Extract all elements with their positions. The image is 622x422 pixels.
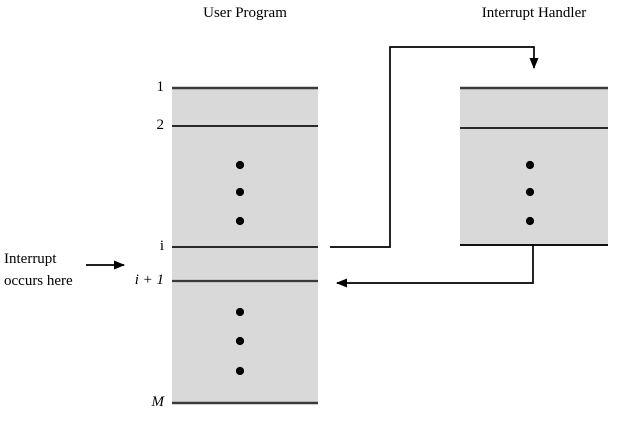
ellipsis-dot [235,307,245,317]
ellipsis-dot [525,216,535,226]
user-program-tick-m: M [151,394,165,410]
ellipsis-dot [235,160,245,170]
ellipsis-dot [525,160,535,170]
interrupt-dispatch-arrow [330,46,539,248]
user-program-tick-1: 1 [156,79,165,95]
ellipsis-dot [235,366,245,376]
user-program-tick-i: i [159,238,164,254]
ellipsis-dot [235,216,245,226]
ellipsis-dot [525,187,535,197]
ellipsis-dot [235,187,245,197]
ellipsis-dot [235,336,245,346]
interrupt-handler-title: Interrupt Handler [481,5,587,21]
interrupt-return-arrow [336,245,534,288]
interrupt-handler-block-fill [460,88,608,245]
user-program-tick-i-plus-1: i + 1 [134,272,164,288]
interrupt-annotation-line-1: Interrupt [4,251,57,267]
user-program-tick-2: 2 [156,117,165,133]
interrupt-annotation-line-2: occurs here [4,273,73,289]
user-program-block-fill [172,88,318,403]
user-program-title: User Program [203,5,287,21]
